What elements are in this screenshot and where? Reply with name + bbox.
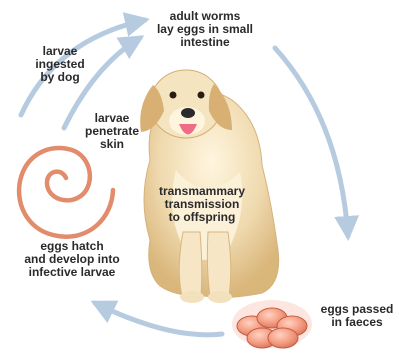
egg-cluster-icon [232,300,312,348]
label-eggs-passed: eggs passed in faeces [315,303,399,329]
label-eggs-hatch: eggs hatch and develop into infective la… [12,240,132,279]
larva-spiral-icon [19,148,113,237]
label-transmammary-transmission: transmammary transmission to offspring [152,185,252,224]
label-adult-worms: adult worms lay eggs in small intestine [150,10,260,49]
label-larvae-penetrate: larvae penetrate skin [82,112,142,151]
label-larvae-ingested: larvae ingested by dog [30,45,90,84]
